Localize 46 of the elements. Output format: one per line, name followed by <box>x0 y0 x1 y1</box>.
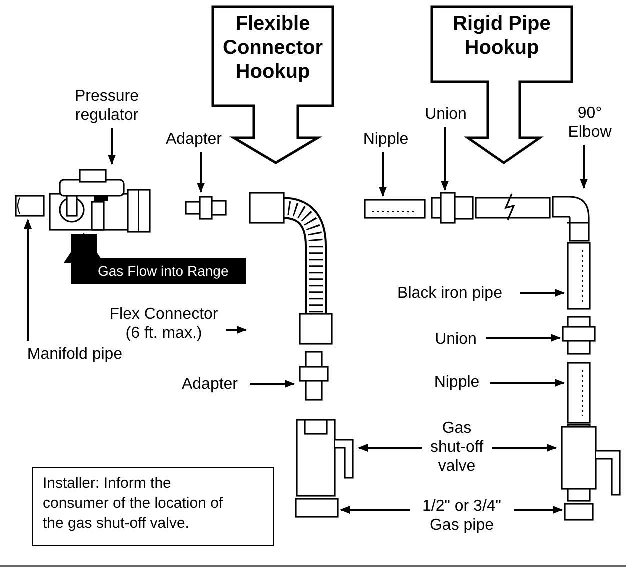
flex-connector-drawing <box>248 190 336 346</box>
flow-arrow <box>64 233 246 284</box>
leader-arrow <box>108 128 116 165</box>
nipple-drawing <box>566 362 592 424</box>
part-label: Adapter <box>172 373 248 395</box>
part-label: Union <box>418 103 474 125</box>
adapter-drawing <box>296 350 332 402</box>
part-label: Gas shut-off valve <box>424 416 490 478</box>
pipe-drawing <box>564 503 594 521</box>
part-label: Pressure regulator <box>52 86 162 126</box>
part-label: Adapter <box>152 128 236 150</box>
part-label: 90° Elbow <box>560 103 620 143</box>
part-label: Manifold pipe <box>12 343 138 365</box>
adapter-drawing <box>184 194 228 222</box>
part-label: 1/2" or 3/4" Gas pipe <box>412 496 512 536</box>
part-label: Nipple <box>426 371 488 393</box>
union-drawing <box>562 316 596 356</box>
pipe-drawing <box>566 242 592 310</box>
nipple-drawing <box>364 198 426 220</box>
part-label: Nipple <box>355 128 417 150</box>
edge-label: Gas Flow into Range <box>98 262 229 280</box>
leader-arrow <box>379 152 387 197</box>
leader-arrow <box>340 506 410 514</box>
leader-arrow <box>514 506 563 514</box>
callout-title: Flexible Connector Hookup <box>222 12 324 84</box>
part-label: Union <box>428 328 484 350</box>
union-drawing <box>431 192 475 224</box>
leader-arrow <box>441 127 449 191</box>
leader-arrow <box>520 289 565 297</box>
part-label: Black iron pipe <box>382 282 518 304</box>
leader-arrow <box>492 444 557 452</box>
part-label: Flex Connector (6 ft. max.) <box>104 303 224 345</box>
leader-arrow <box>197 152 205 193</box>
leader-arrow <box>580 145 588 189</box>
note-box: Installer: Inform the consumer of the location of the gas shut-off valve. <box>32 467 274 546</box>
leader-arrow <box>486 334 561 342</box>
pipe-drawing <box>295 498 339 518</box>
leader-arrow <box>250 380 295 388</box>
leader-arrow <box>24 219 32 341</box>
leader-arrow <box>226 326 247 334</box>
pipe-drawing <box>14 194 46 218</box>
valve-drawing <box>295 418 357 498</box>
leader-arrow <box>358 444 422 452</box>
leader-arrow <box>490 379 565 387</box>
valve-drawing <box>558 425 622 503</box>
callout-title: Rigid Pipe Hookup <box>452 12 552 60</box>
